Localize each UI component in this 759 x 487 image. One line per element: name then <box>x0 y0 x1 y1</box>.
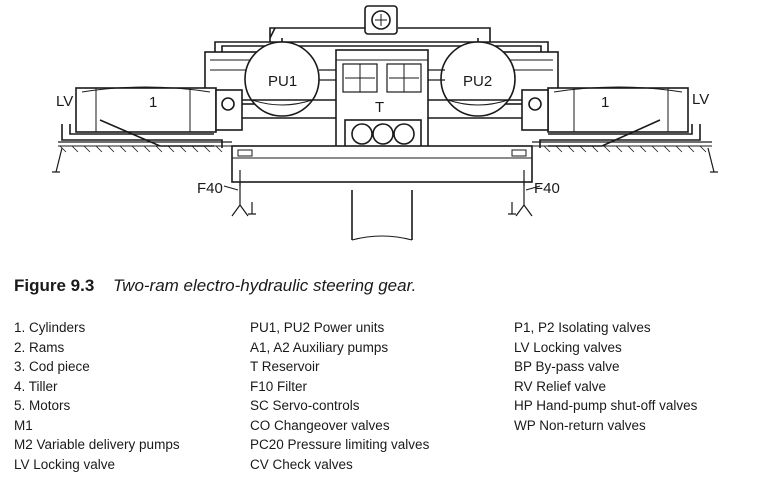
legend-item: 1. Cylinders <box>14 320 86 335</box>
figure-caption: Figure 9.3 Two-ram electro-hydraulic ste… <box>14 276 416 296</box>
legend-item: 3. Cod piece <box>14 359 90 374</box>
legend-item: PU1, PU2 Power units <box>250 320 385 335</box>
legend-item: 4. Tiller <box>14 378 58 394</box>
label-lv-right: LV <box>692 91 709 108</box>
reservoir-block <box>319 49 445 151</box>
legend-item: CO Changeover valves <box>250 417 390 433</box>
label-f40-right: F40 <box>534 180 560 197</box>
legend-item: T Reservoir <box>250 359 320 374</box>
label-lv-left: LV <box>56 93 73 110</box>
legend-item: A1, A2 Auxiliary pumps <box>250 339 389 355</box>
legend-item: M1 <box>14 417 33 433</box>
legend-item: WP Non-return valves <box>514 417 646 433</box>
cylinder-left <box>75 86 243 133</box>
legend-item: 5. Motors <box>14 398 71 413</box>
legend-item: BP By-pass valve <box>514 359 620 374</box>
label-cylinder-left: 1 <box>149 94 157 111</box>
top-valve <box>364 5 398 35</box>
f40-leaders <box>223 185 541 191</box>
legend-item: F10 Filter <box>250 378 308 394</box>
legend-item: P1, P2 Isolating valves <box>514 320 651 335</box>
label-reservoir: T <box>375 99 384 116</box>
legend-item: LV Locking valve <box>14 456 116 472</box>
figure-number: Figure 9.3 <box>14 276 95 295</box>
label-cylinder-right: 1 <box>601 94 609 111</box>
legend-item: SC Servo-controls <box>250 398 360 413</box>
steering-gear-diagram: PU1 PU2 T 1 1 LV LV F40 F40 <box>52 5 718 241</box>
legend-column-2: PU1, PU2 Power units A1, A2 Auxiliary pu… <box>250 318 429 474</box>
legend-column-3: P1, P2 Isolating valves LV Locking valve… <box>514 318 697 435</box>
legend-item: RV Relief valve <box>514 378 607 394</box>
power-unit-pu1 <box>244 41 320 117</box>
rudder-stock <box>351 190 413 241</box>
cylinder-right <box>521 86 689 133</box>
base-beam <box>58 141 712 183</box>
legend-item: PC20 Pressure limiting valves <box>250 437 430 452</box>
foundation-hatching <box>59 145 707 153</box>
legend-item: LV Locking valves <box>514 339 622 355</box>
legend-item: HP Hand-pump shut-off valves <box>514 398 698 413</box>
label-f40-left: F40 <box>197 180 223 197</box>
label-pu1: PU1 <box>268 73 297 90</box>
label-pu2: PU2 <box>463 73 492 90</box>
figure-title: Two-ram electro-hydraulic steering gear. <box>113 276 417 295</box>
legend-item: 2. Rams <box>14 339 65 355</box>
legend-column-1: 1. Cylinders 2. Rams 3. Cod piece 4. Til… <box>14 318 180 474</box>
legend-item: CV Check valves <box>250 456 353 472</box>
rams <box>242 99 522 119</box>
holding-down-bolts <box>52 147 718 217</box>
legend-item: M2 Variable delivery pumps <box>14 437 180 452</box>
power-unit-pu2 <box>440 41 516 117</box>
